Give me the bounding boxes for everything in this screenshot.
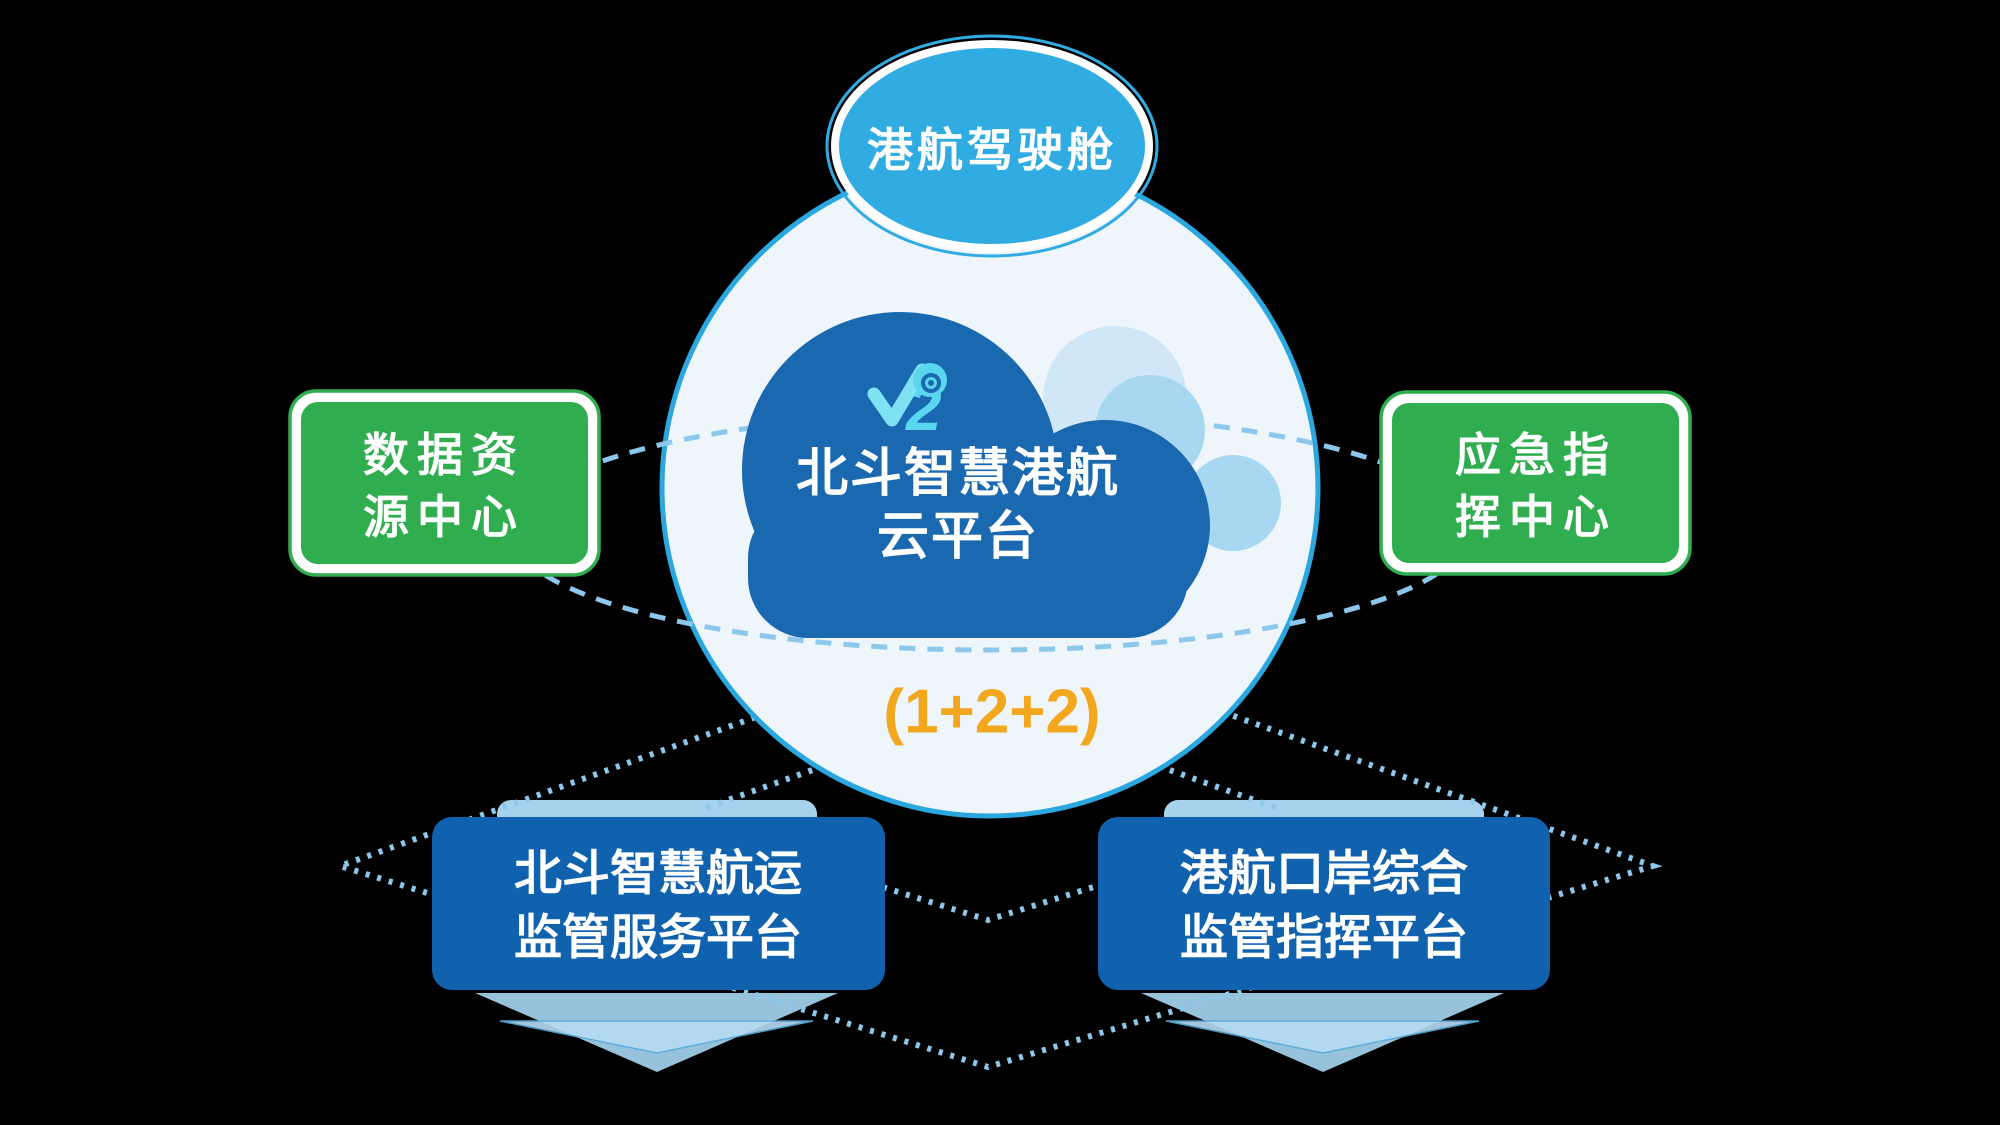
dashed-rhombus [330,627,1663,1071]
bubble-body [831,40,1153,252]
emergency-command-center-card: 应急指 挥中心 [1379,390,1692,576]
platform-box [432,817,885,990]
center-label-line1: 应急指 [1455,429,1617,481]
platform-label-line2: 监管指挥平台 [1180,912,1468,965]
card-body [301,402,588,564]
dashed-connectors [330,627,1663,1071]
dashed-inner-v [859,877,1117,924]
cloud-title-line2: 云平台 [877,508,1039,566]
cloud-title-line1: 北斗智慧港航 [796,445,1120,503]
cloud-icon [742,312,1281,638]
logo-check-swoosh [867,363,929,427]
dashed-stub-right [1100,743,1284,813]
port-supervision-platform-card: 港航口岸综合 监管指挥平台 [1098,817,1550,990]
logo-eye [925,377,937,389]
formula-label: (1+2+2) [883,678,1100,747]
platform-label-line1: 北斗智慧航运 [514,848,802,901]
data-resource-center-card: 数据资 源中心 [288,389,601,577]
logo-loop-inner [921,373,941,393]
chevron-down-icon [1165,1020,1480,1054]
platform-label-line1: 港航口岸综合 [1180,848,1468,901]
center-label-line2: 挥中心 [1455,491,1617,543]
cloud-base [748,498,1188,638]
center-label-line1: 数据资 [363,429,525,481]
chevron-down-icon [499,1020,814,1054]
platform-box [1098,817,1550,990]
center-label-line2: 源中心 [363,491,525,543]
cockpit-bubble: 港航驾驶舱 [825,34,1159,258]
card-body [1392,403,1679,563]
dashed-stub-left [698,743,882,813]
bubble-label: 港航驾驶舱 [867,124,1117,176]
shipping-supervision-platform-card: 北斗智慧航运 监管服务平台 [432,817,885,990]
platform-label-line2: 监管服务平台 [514,912,802,965]
v2-logo-icon: 2 [867,363,947,444]
bubble-outer-ring [825,34,1159,258]
